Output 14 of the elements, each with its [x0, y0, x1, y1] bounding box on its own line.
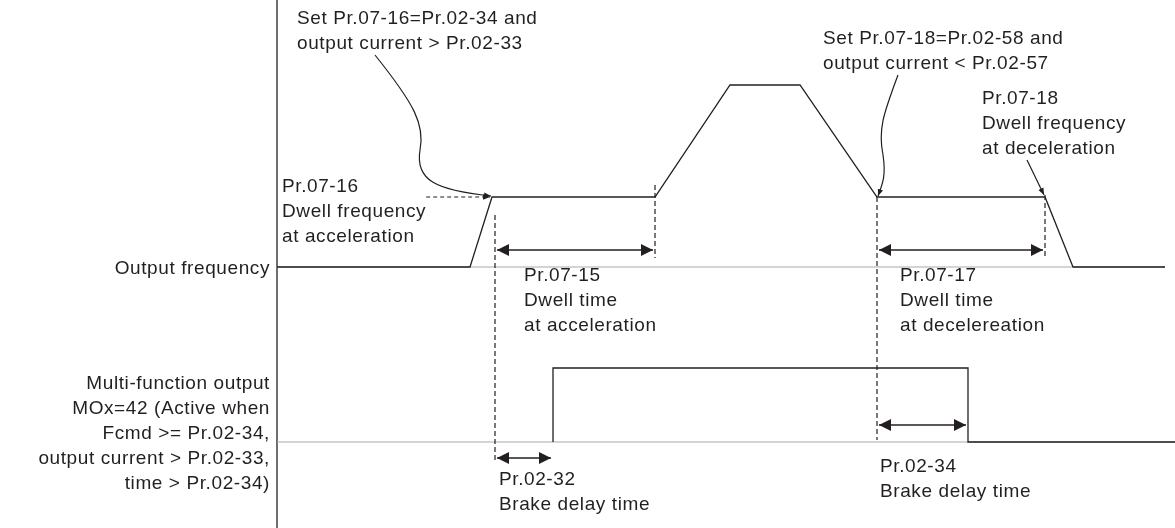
leader-arrow: [374, 54, 492, 198]
callout-text: Pr.07-18 Dwell frequency at deceleration: [982, 85, 1127, 160]
signal-name: Output frequency: [114, 256, 270, 280]
dimension-text: Pr.07-17 Dwell time at decelereation: [900, 263, 1045, 337]
leader-arrow: [425, 194, 491, 200]
dimension-text: Pr.07-15 Dwell time at acceleration: [524, 263, 657, 337]
callout-text: Set Pr.07-16=Pr.02-34 and output current > Pr.02-33: [297, 5, 538, 55]
callout-text: Set Pr.07-18=Pr.02-58 and output current < Pr.02-57: [823, 25, 1064, 75]
leader-arrow: [877, 74, 899, 197]
dimension-text: Pr.02-32 Brake delay time: [499, 467, 651, 516]
callout-text: Pr.07-16 Dwell frequency at acceleration: [282, 173, 427, 248]
leader-arrow: [1026, 159, 1045, 196]
dimension-text: Pr.02-34 Brake delay time: [880, 454, 1032, 503]
signal-name: Multi-function output MOx=42 (Active when Fcmd >= Pr.02-34, output current > Pr.02-33, time > Pr.02-34): [38, 371, 270, 495]
